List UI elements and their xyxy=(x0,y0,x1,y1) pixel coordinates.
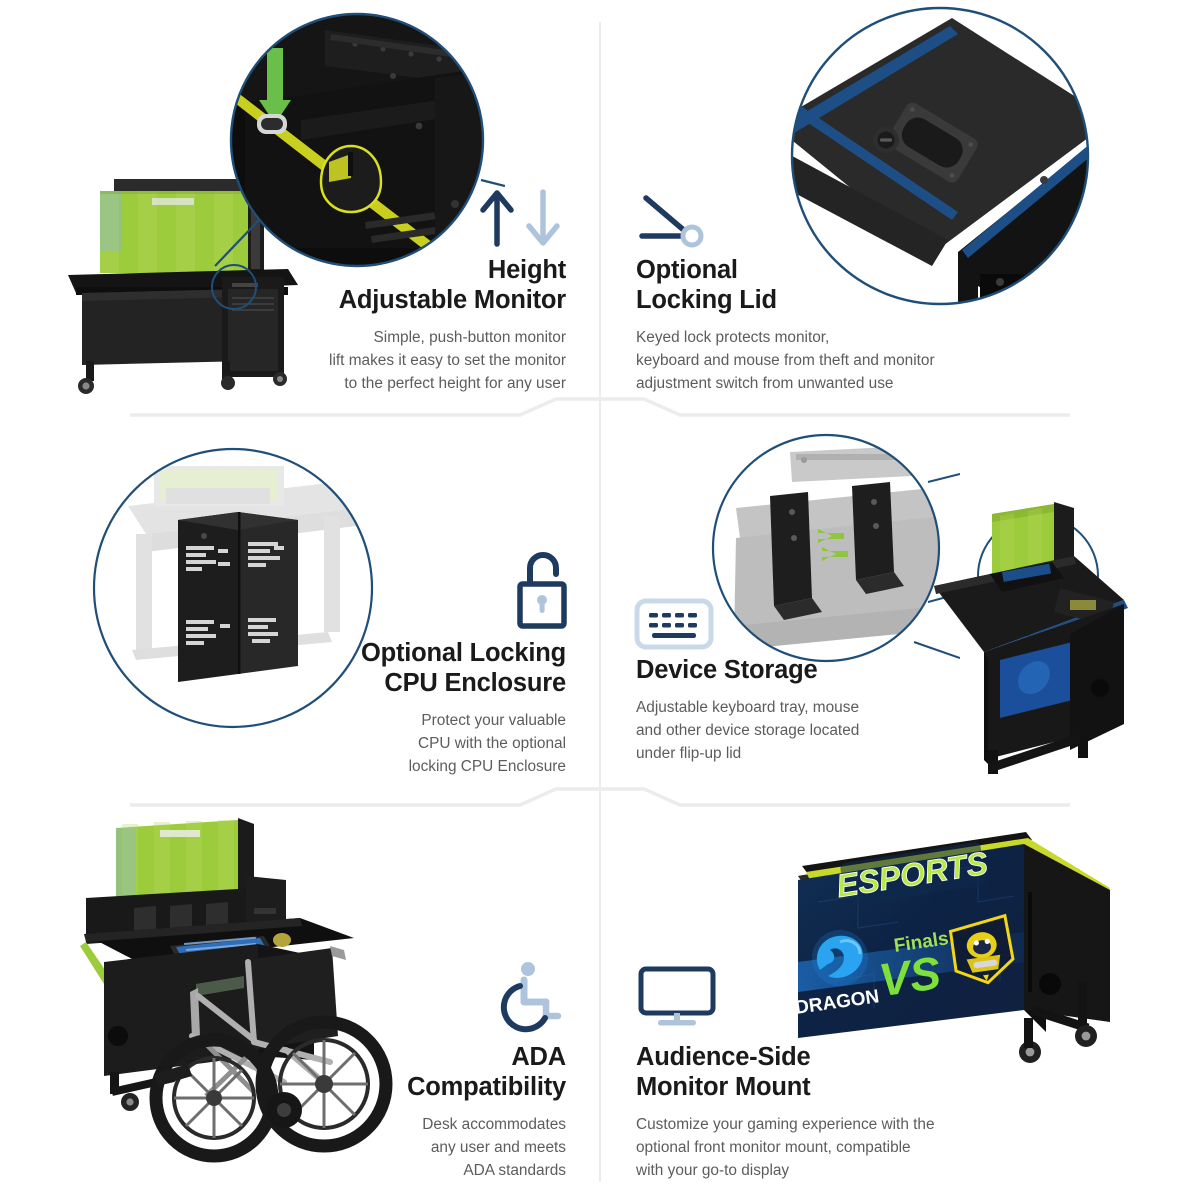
feature-body: Simple, push-button monitor lift makes i… xyxy=(329,329,566,393)
desk-open-lid-device-storage-photo xyxy=(928,492,1200,784)
esports-branded-desk-photo: ESPORTS DRAGON Finals VS xyxy=(788,832,1118,1084)
horizontal-divider-bottom xyxy=(0,783,1200,813)
feature-body: Customize your gaming experience with th… xyxy=(636,1116,935,1180)
open-padlock-icon xyxy=(516,548,572,632)
horizontal-divider-top xyxy=(0,393,1200,423)
keyboard-icon xyxy=(634,598,714,650)
feature-heading: Optional Locking Lid xyxy=(636,256,777,315)
hinged-lid-icon xyxy=(636,192,716,248)
desk-lid-lock-closeup-callout xyxy=(782,4,1102,316)
vertical-divider xyxy=(599,22,601,1182)
esports-desk-with-raised-monitor-photo xyxy=(52,165,302,400)
feature-heading: Height Adjustable Monitor xyxy=(338,256,567,315)
feature-text-optional-locking-cpu-enclosure: Optional Locking CPU Enclosure Protect y… xyxy=(186,638,566,778)
feature-body: Desk accommodates any user and meets ADA… xyxy=(422,1116,566,1180)
wheelchair-icon xyxy=(498,962,562,1034)
versus-label: VS xyxy=(876,946,944,1006)
feature-body: Adjustable keyboard tray, mouse and othe… xyxy=(636,699,860,763)
feature-heading: Device Storage xyxy=(636,656,818,684)
feature-text-height-adjustable-monitor: Height Adjustable Monitor Simple, push-b… xyxy=(186,255,566,395)
up-down-arrows-icon xyxy=(477,186,569,248)
feature-body: Keyed lock protects monitor, keyboard an… xyxy=(636,329,935,393)
feature-heading: Audience-Side Monitor Mount xyxy=(636,1043,811,1102)
feature-heading: ADA Compatibility xyxy=(407,1043,566,1102)
feature-body: Protect your valuable CPU with the optio… xyxy=(408,712,566,776)
monitor-lift-button-closeup-callout xyxy=(205,8,505,276)
monitor-icon xyxy=(638,966,716,1028)
feature-text-device-storage: Device Storage Adjustable keyboard tray,… xyxy=(636,655,1056,765)
feature-text-ada-compatibility: ADA Compatibility Desk accommodates any … xyxy=(186,1042,566,1182)
cpu-enclosure-circle-callout xyxy=(88,442,378,734)
feature-text-audience-side-monitor-mount: Audience-Side Monitor Mount Customize yo… xyxy=(636,1042,1066,1182)
wheelchair-at-desk-photo xyxy=(78,810,408,1166)
feature-text-optional-locking-lid: Optional Locking Lid Keyed lock protects… xyxy=(636,255,1056,395)
feature-heading: Optional Locking CPU Enclosure xyxy=(360,639,566,698)
adjustable-brackets-closeup-callout xyxy=(700,430,960,670)
